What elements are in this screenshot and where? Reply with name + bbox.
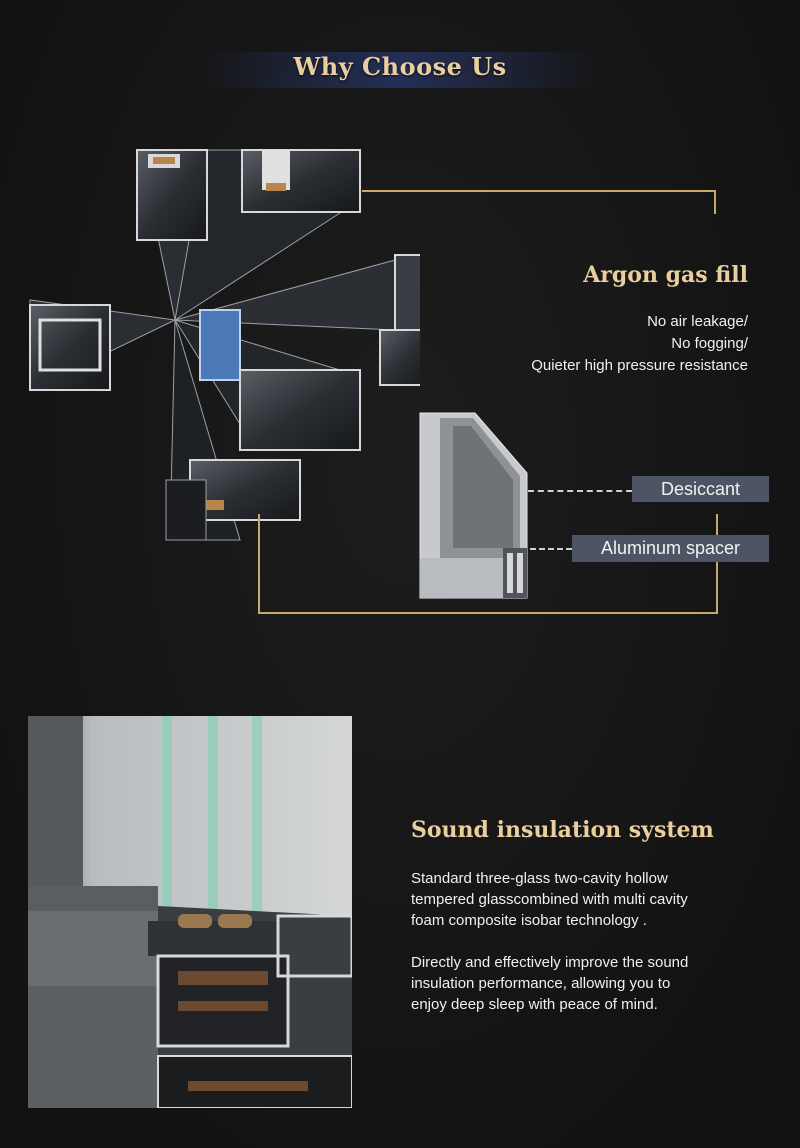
argon-line-2: No fogging/	[671, 335, 748, 352]
argon-description: No air leakage/ No fogging/ Quieter high…	[460, 311, 748, 377]
argon-heading: Argon gas fill	[583, 262, 748, 288]
sound-p1-line-2: tempered glasscombined with multi cavity	[411, 891, 688, 908]
spacer-label: Aluminum spacer	[572, 535, 769, 562]
page-title: Why Choose Us	[293, 52, 507, 81]
desiccant-label: Desiccant	[632, 476, 769, 502]
sound-insulation-image	[28, 716, 352, 1108]
argon-line-1: No air leakage/	[647, 313, 748, 330]
sound-p2-line-3: enjoy deep sleep with peace of mind.	[411, 996, 658, 1013]
sound-paragraph-2: Directly and effectively improve the sou…	[411, 952, 781, 1015]
sound-p2-line-2: insulation performance, allowing you to	[411, 975, 671, 992]
title-band	[200, 52, 600, 88]
sound-heading: Sound insulation system	[411, 817, 714, 843]
connector-line-bottom	[258, 514, 718, 614]
spacer-pointer	[530, 548, 572, 550]
profile-cross-section-image	[29, 149, 420, 541]
sound-paragraph-1: Standard three-glass two-cavity hollow t…	[411, 868, 781, 931]
argon-line-3: Quieter high pressure resistance	[531, 357, 748, 374]
desiccant-pointer	[528, 490, 632, 492]
sound-p1-line-1: Standard three-glass two-cavity hollow	[411, 870, 668, 887]
window-corner-image	[419, 412, 528, 599]
sound-p2-line-1: Directly and effectively improve the sou…	[411, 954, 689, 971]
connector-line-top	[362, 190, 716, 214]
sound-p1-line-3: foam composite isobar technology .	[411, 912, 647, 929]
